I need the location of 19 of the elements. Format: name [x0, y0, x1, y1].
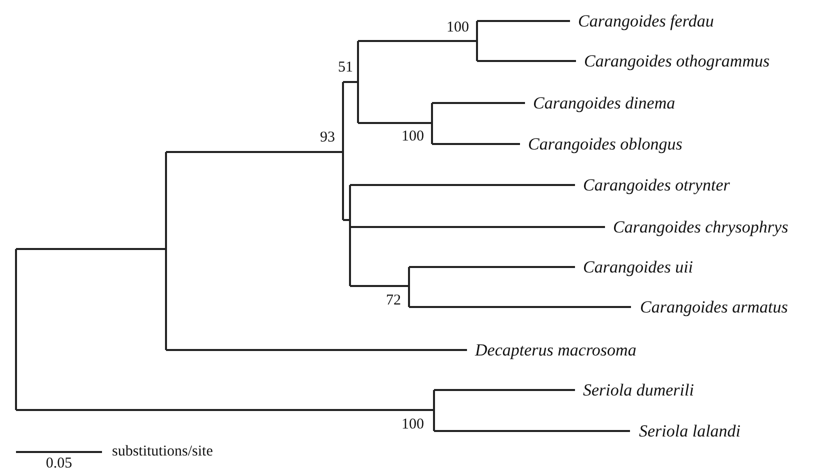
- bootstrap-value: 93: [320, 130, 335, 146]
- taxon-label: Carangoides armatus: [640, 298, 788, 316]
- scale-value: 0.05: [46, 456, 72, 471]
- taxon-label: Carangoides oblongus: [528, 136, 682, 152]
- taxon-label: Carangoides chrysophrys: [613, 218, 788, 236]
- bootstrap-value: 100: [402, 130, 424, 144]
- taxon-label: Carangoides uii: [583, 258, 694, 276]
- taxon-label: Carangoides othogrammus: [584, 52, 770, 70]
- taxon-label: Carangoides ferdau: [578, 12, 714, 30]
- taxon-label: Seriola dumerili: [583, 382, 694, 398]
- taxon-label: Seriola lalandi: [639, 422, 741, 440]
- bootstrap-value: 72: [386, 294, 401, 308]
- taxon-label: Carangoides dinema: [533, 94, 676, 112]
- scale-bar-label: substitutions/site: [112, 444, 213, 460]
- bootstrap-value: 51: [338, 60, 353, 76]
- taxon-label: Decapterus macrosoma: [475, 342, 636, 358]
- taxon-label: Carangoides otrynter: [583, 176, 730, 194]
- bootstrap-value: 100: [446, 20, 469, 36]
- bootstrap-value: 100: [402, 418, 424, 432]
